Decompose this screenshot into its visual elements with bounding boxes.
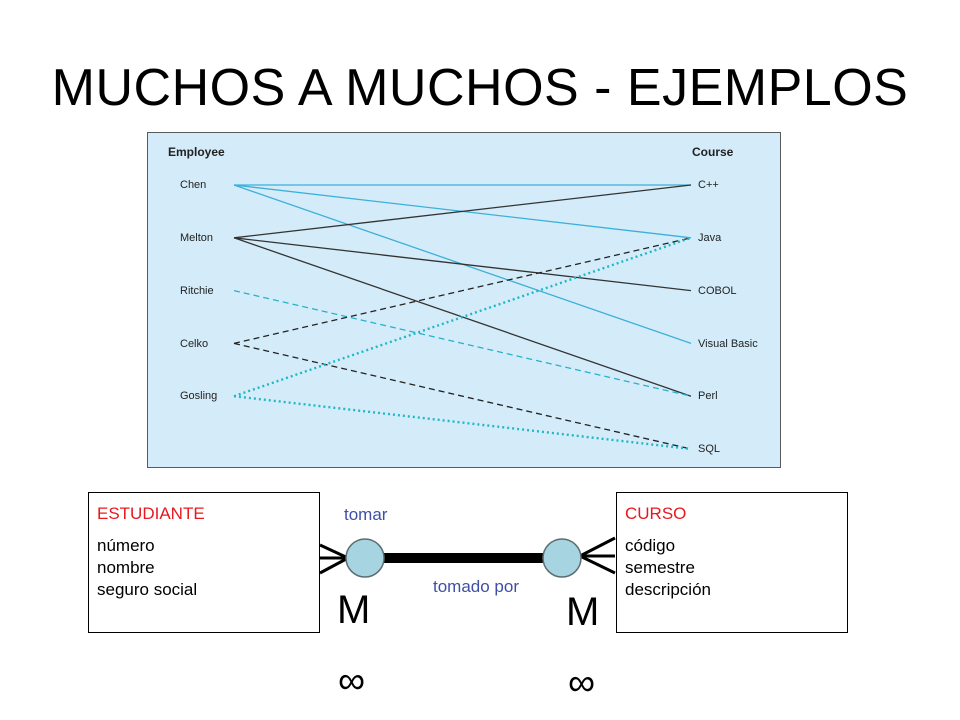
employee-label: Melton — [180, 232, 214, 244]
relationship-forward-label: tomar — [344, 505, 388, 524]
employee-label: Celko — [180, 338, 209, 350]
left-infinity-symbol: ∞ — [338, 660, 366, 702]
student-attribute: nombre — [97, 558, 155, 577]
student-entity-name: ESTUDIANTE — [97, 504, 205, 523]
connector-circle-left — [345, 538, 385, 578]
crow-foot-left — [319, 543, 349, 575]
connector-circle-right — [542, 538, 582, 578]
link-gosling-java — [233, 236, 692, 398]
slide-title: MUCHOS A MUCHOS - EJEMPLOS — [51, 59, 909, 117]
link-melton-cobol — [233, 237, 692, 292]
employee-course-diagram: Employee Course Chen Melton Ritchie Celk… — [147, 132, 781, 468]
left-cardinality: M — [337, 588, 371, 632]
link-celko-sql — [233, 342, 692, 450]
course-label: Java — [698, 232, 722, 244]
link-gosling-sql — [233, 395, 692, 451]
course-entity-name: CURSO — [625, 504, 687, 523]
employee-label: Ritchie — [180, 285, 214, 297]
employee-label: Gosling — [180, 390, 218, 402]
course-label: Visual Basic — [698, 338, 758, 350]
relationship-reverse-label: tomado por — [433, 577, 519, 596]
link-melton-c — [233, 184, 692, 239]
course-label: Perl — [698, 390, 718, 402]
course-attribute: código — [625, 536, 676, 555]
student-attribute: número — [97, 536, 155, 555]
course-label: C++ — [698, 179, 719, 191]
employee-header: Employee — [168, 145, 225, 159]
course-entity: CURSO código semestre descripción — [616, 492, 848, 633]
link-ritchie-perl — [233, 289, 692, 397]
course-attribute: descripción — [625, 580, 711, 599]
student-entity: ESTUDIANTE número nombre seguro social — [88, 492, 320, 633]
course-label: COBOL — [698, 285, 737, 297]
link-celko-java — [233, 237, 692, 345]
right-cardinality: M — [566, 590, 600, 634]
link-lines — [233, 184, 692, 451]
course-header: Course — [692, 145, 734, 159]
right-infinity-symbol: ∞ — [568, 662, 596, 704]
crow-foot-right — [579, 536, 616, 575]
student-attribute: seguro social — [97, 580, 198, 599]
course-attribute: semestre — [625, 558, 695, 577]
course-label: SQL — [698, 443, 721, 455]
employee-label: Chen — [180, 179, 207, 191]
